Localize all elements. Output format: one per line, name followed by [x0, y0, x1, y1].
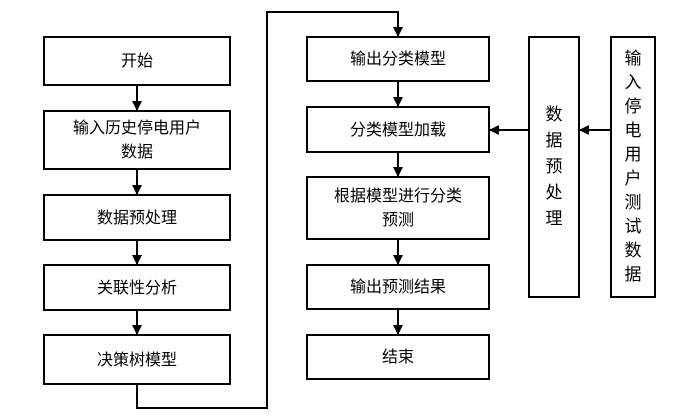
correlation-label: 关联性分析: [96, 277, 177, 297]
input-history-node: 输入历史停电用户 数据: [43, 110, 231, 170]
input-test-node: 输 入 停 电 用 户 测 试 数 据: [610, 36, 656, 298]
input-history-label: 输入历史停电用户 数据: [72, 118, 201, 161]
arrow-tree-to-output-model: [136, 11, 403, 409]
load-model-node: 分类模型加载: [306, 106, 490, 153]
output-result-node: 输出预测结果: [306, 264, 490, 310]
start-node: 开始: [43, 36, 231, 86]
test-preprocess-node: 数 据 预 处 理: [528, 36, 580, 298]
decision-tree-label: 决策树模型: [96, 349, 177, 369]
load-model-label: 分类模型加载: [349, 119, 446, 139]
end-label: 结束: [381, 347, 414, 366]
preprocess-label: 数据预处理: [96, 207, 177, 227]
test-preprocess-label: 数 据 预 处 理: [545, 105, 563, 229]
preprocess-node: 数据预处理: [43, 194, 231, 241]
end-node: 结束: [306, 334, 490, 380]
output-model-label: 输出分类模型: [349, 49, 446, 68]
start-label: 开始: [120, 51, 153, 70]
output-model-node: 输出分类模型: [306, 36, 490, 82]
output-result-label: 输出预测结果: [349, 277, 446, 296]
input-test-label: 输 入 停 电 用 户 测 试 数 据: [624, 49, 642, 285]
decision-tree-node: 决策树模型: [43, 334, 231, 385]
classify-label: 根据模型进行分类 预测: [333, 186, 462, 229]
correlation-node: 关联性分析: [43, 264, 231, 311]
classify-node: 根据模型进行分类 预测: [306, 176, 490, 240]
